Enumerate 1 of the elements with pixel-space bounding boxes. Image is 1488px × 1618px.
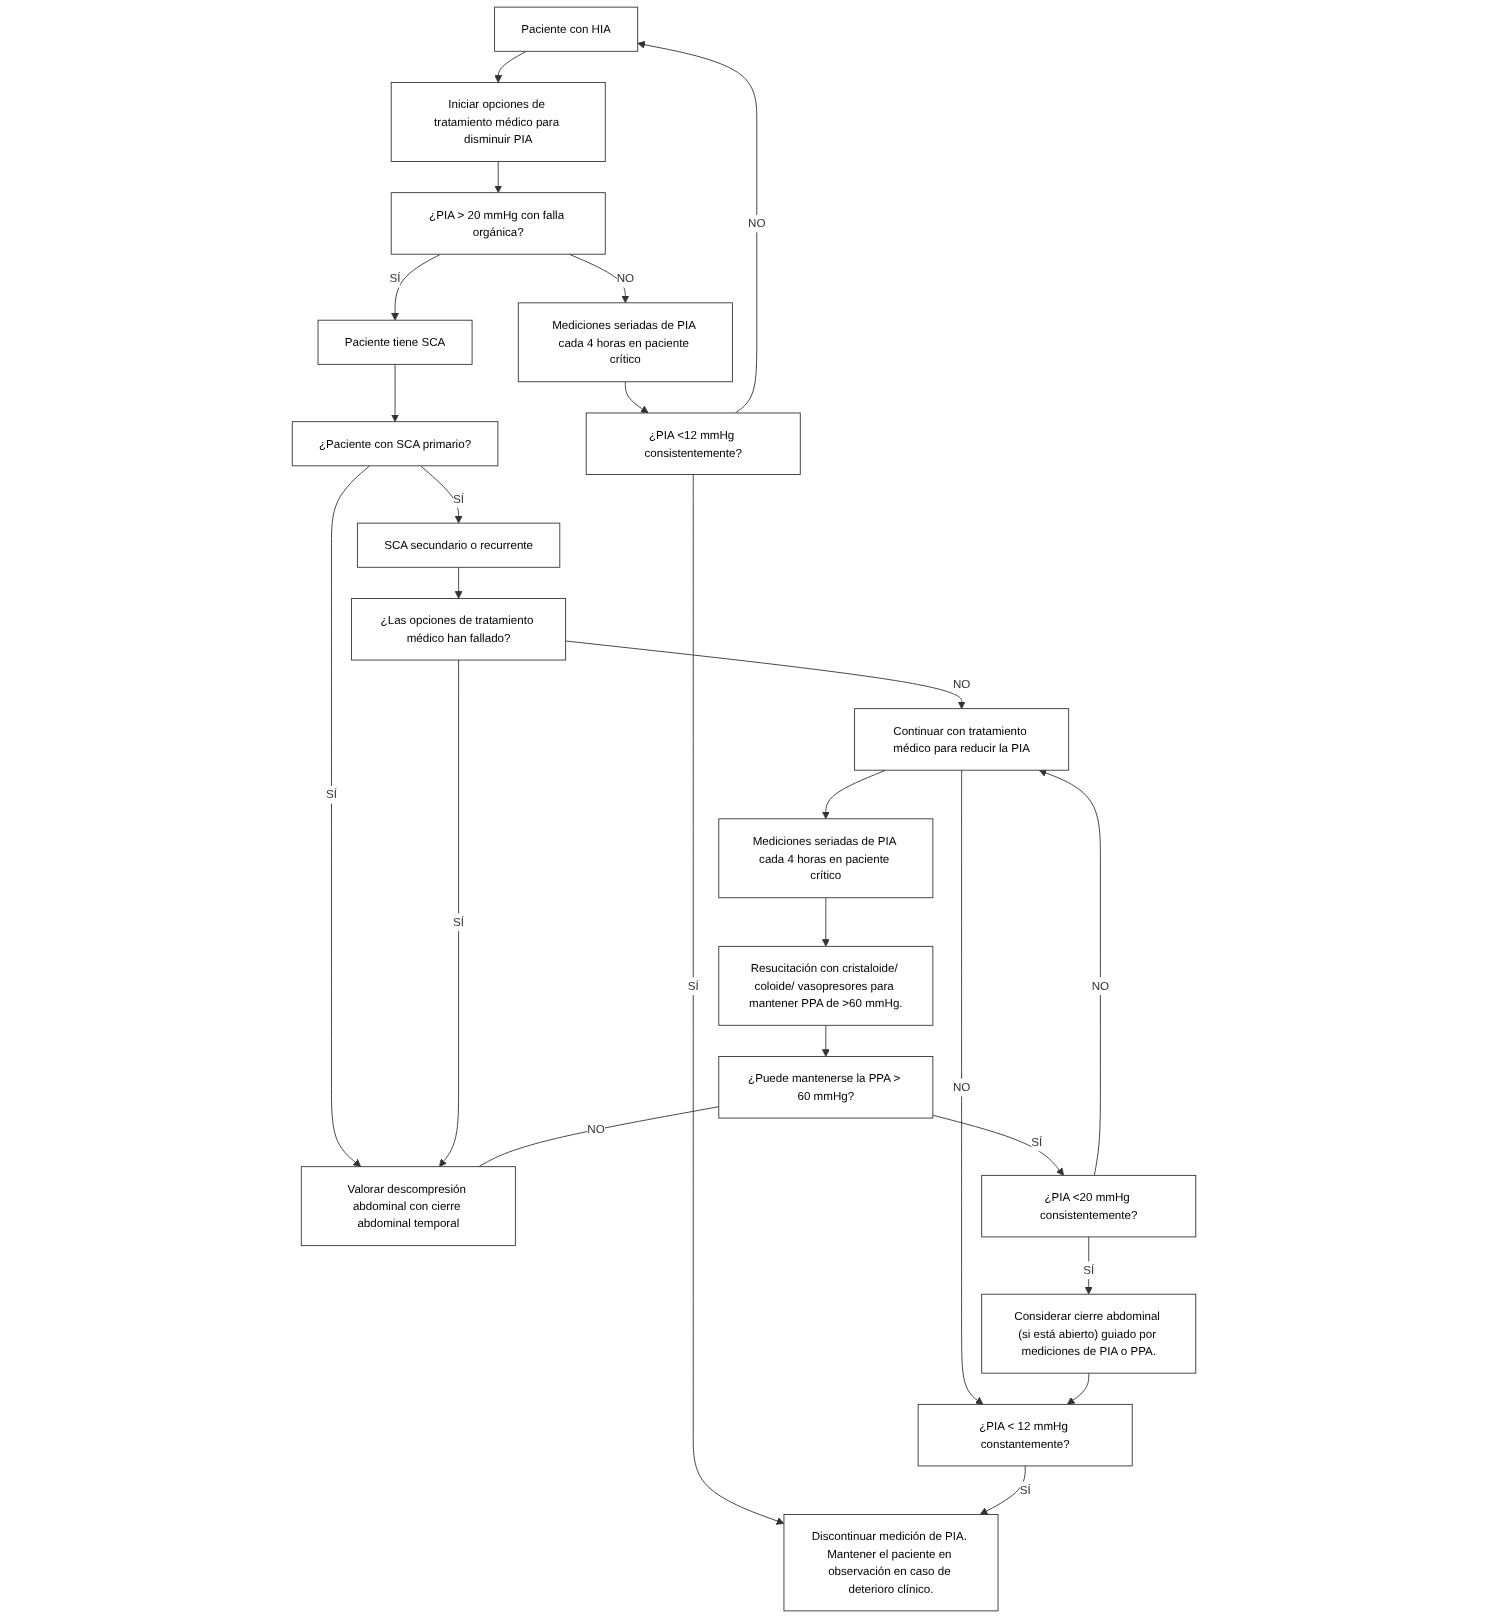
connector: [478, 1106, 720, 1168]
